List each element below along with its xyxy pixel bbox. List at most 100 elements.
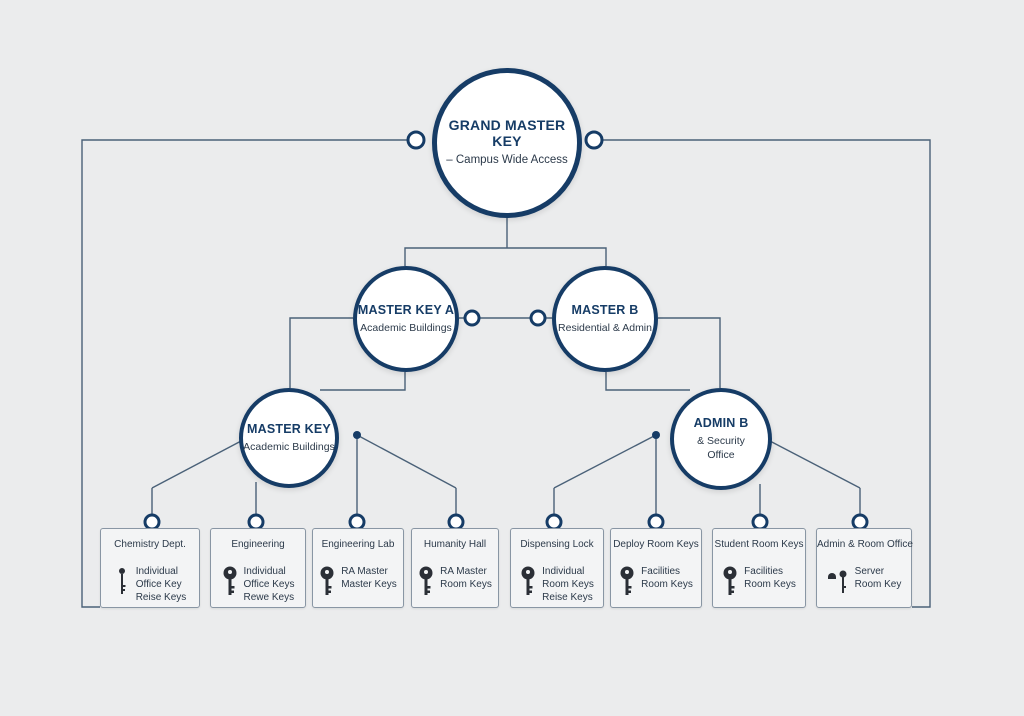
mkc-line-1 <box>151 439 244 489</box>
key-box-line: Room Keys <box>440 579 492 590</box>
grand-master-subtitle: – Campus Wide Access <box>446 154 568 167</box>
box-connector-2 <box>247 513 265 531</box>
master-b-node: MASTER B Residential & Admin <box>552 266 658 372</box>
key-box-line: Reise Keys <box>542 592 593 603</box>
key-box-line: Office Key <box>135 579 182 590</box>
box-connector-7 <box>751 513 769 531</box>
junction-dot-left <box>353 431 361 439</box>
key-icon <box>418 565 434 597</box>
box-connector-4 <box>447 513 465 531</box>
grand-master-key-node: GRAND MASTER KEY – Campus Wide Access <box>432 68 582 218</box>
box-connector-1 <box>143 513 161 531</box>
box-connector-3 <box>348 513 366 531</box>
grand-master-right-connector <box>584 130 604 150</box>
key-box-line: Room Keys <box>542 579 594 590</box>
key-box-line: Room Keys <box>744 579 796 590</box>
box-connector-8 <box>851 513 869 531</box>
key-box-line: Individual <box>243 566 286 577</box>
key-box-line: Master Keys <box>341 579 397 590</box>
key-box-line: Office Keys <box>243 579 295 590</box>
key-box-title: Dispensing Lock <box>520 539 594 550</box>
key-small-icon <box>114 565 130 597</box>
key-box-title: Admin & Room Office <box>817 539 913 550</box>
key-box-line: Room Keys <box>641 579 693 590</box>
mkd-line-2 <box>767 439 861 489</box>
lock-key-icon <box>827 565 849 597</box>
master-a-title: MASTER KEY A <box>357 302 455 317</box>
key-icon <box>520 565 536 597</box>
master-key-subtitle: Academic Buildings <box>243 440 335 453</box>
grand-master-title: GRAND MASTER KEY <box>448 117 566 150</box>
master-b-connector <box>529 309 547 327</box>
master-b-subtitle: Residential & Admin <box>558 321 652 334</box>
master-b-right-line <box>658 317 721 388</box>
master-key-node: MASTER KEY Academic Buildings <box>239 388 339 488</box>
master-key-title: MASTER KEY <box>247 421 331 436</box>
key-box-title: Humanity Hall <box>423 539 487 550</box>
key-box-line: Reise Keys <box>135 592 187 603</box>
box-connector-5 <box>545 513 563 531</box>
master-b-title: MASTER B <box>571 302 639 317</box>
key-icon <box>222 565 238 597</box>
outer-line-right <box>594 139 931 608</box>
key-box-line: Server <box>854 566 885 577</box>
key-icon <box>619 565 635 597</box>
dot-left-line-2 <box>356 434 457 489</box>
key-icon <box>722 565 738 597</box>
key-box-line: Room Key <box>854 579 902 590</box>
key-box-title: Engineering <box>231 539 285 550</box>
key-box-line: Rewe Keys <box>243 592 295 603</box>
admin-b-subtitle-line-2: Office <box>707 449 735 461</box>
key-box-line: Facilities <box>744 566 784 577</box>
master-a-subtitle: Academic Buildings <box>360 321 452 334</box>
key-box-title: Engineering Lab <box>321 539 395 550</box>
master-a-left-line <box>289 317 353 388</box>
admin-b-title: ADMIN B <box>693 415 749 430</box>
master-key-a-node: MASTER KEY A Academic Buildings <box>353 266 459 372</box>
key-box-title: Chemistry Dept. <box>114 539 186 550</box>
key-box-line: Facilities <box>641 566 681 577</box>
dot-right-line-1 <box>553 434 657 489</box>
key-icon <box>319 565 335 597</box>
key-box-title: Student Room Keys <box>714 539 804 550</box>
master-b-down-line <box>605 372 690 391</box>
key-box-line: RA Master <box>341 566 388 577</box>
admin-b-subtitle: & Security Office <box>697 434 745 462</box>
junction-dot-right <box>652 431 660 439</box>
admin-b-subtitle-line-1: & Security <box>697 434 745 447</box>
key-box-line: Individual <box>542 566 585 577</box>
outer-line-left <box>81 139 416 608</box>
key-box-line: RA Master <box>440 566 487 577</box>
box-connector-6 <box>647 513 665 531</box>
master-a-down-line <box>320 372 406 391</box>
grand-master-left-connector <box>406 130 426 150</box>
master-a-connector <box>463 309 481 327</box>
admin-b-node: ADMIN B & Security Office <box>670 388 772 490</box>
key-box-line: Individual <box>135 566 178 577</box>
key-box-title: Deploy Room Keys <box>613 539 699 550</box>
